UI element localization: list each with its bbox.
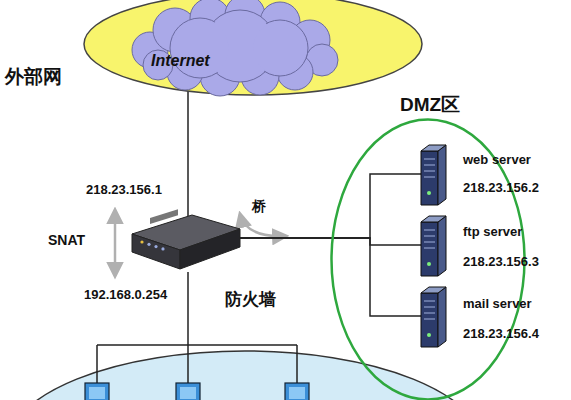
lan-wire [97, 344, 297, 346]
server-node: web server218.23.156.2 [418, 143, 448, 205]
nat-label: SNAT [48, 232, 85, 248]
lan-region [7, 351, 483, 400]
firewall-device-shape [130, 212, 242, 272]
device-name: 防火墙 [225, 290, 276, 310]
pc-monitor [285, 383, 309, 400]
internet-cloud-shape [83, 0, 423, 96]
server-node-shape [418, 214, 448, 276]
server-name: mail server [463, 297, 532, 312]
network-name: Internet [151, 52, 210, 70]
server-node-shape [418, 143, 448, 205]
bridge-label: 桥 [252, 198, 266, 214]
server-node: ftp server218.23.156.3 [418, 214, 448, 276]
lan-wire [187, 272, 189, 383]
internet-cloud: Internet [83, 0, 423, 96]
ip-address: 218.23.156.2 [463, 181, 539, 196]
network-link [240, 238, 421, 245]
lan-wire [296, 345, 298, 383]
ip-address: 218.23.156.1 [86, 183, 162, 198]
firewall-device: 防火墙 [130, 212, 242, 272]
snat-arrow [114, 210, 117, 276]
server-name: web server [463, 153, 531, 168]
pc-monitor [85, 383, 109, 400]
lan-wire [96, 345, 98, 383]
dmz-zone: DMZ区web server218.23.156.2ftp server218.… [330, 118, 526, 400]
ip-address: 218.23.156.4 [463, 327, 539, 342]
server-node: mail server218.23.156.4 [418, 285, 448, 347]
server-name: ftp server [463, 225, 522, 240]
server-node-shape [418, 285, 448, 347]
ip-address: 192.168.0.254 [84, 288, 167, 303]
pc-monitor [176, 383, 200, 400]
ip-address: 218.23.156.3 [463, 255, 539, 270]
network-label: 外部网 [5, 66, 62, 88]
bridge-arrow [240, 214, 286, 236]
zone-heading: DMZ区 [400, 94, 460, 116]
network-link [240, 174, 421, 238]
network-link [187, 91, 189, 216]
